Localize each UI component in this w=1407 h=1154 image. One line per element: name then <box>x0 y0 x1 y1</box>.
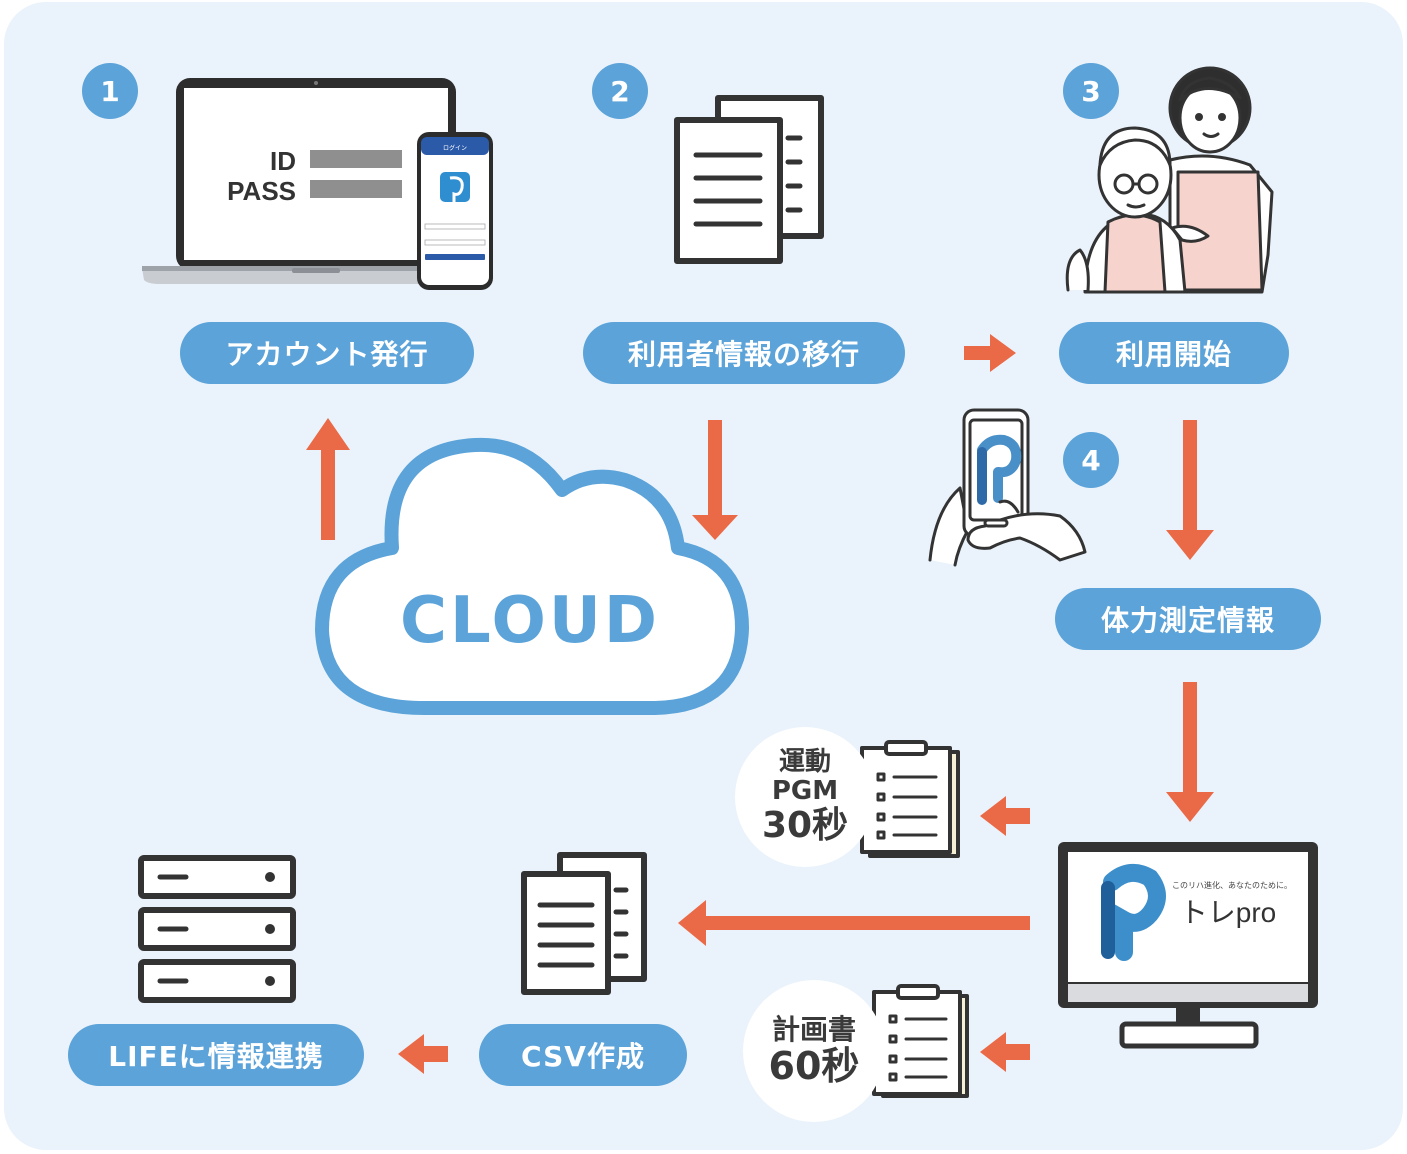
monitor-illustration: このリハ進化、あなたのために。 トレpro <box>1058 842 1318 1049</box>
arrow-right-to-start <box>964 334 1016 372</box>
pgm-line1: 運動 <box>778 746 831 777</box>
id-label: ID <box>270 146 296 176</box>
step-2-badge: 2 <box>592 63 648 119</box>
step-3-badge: 3 <box>1063 63 1119 119</box>
arrow-left-to-csv <box>678 900 1030 946</box>
account-issue-pill: アカウント発行 <box>180 322 474 384</box>
arrow-down-to-measurement <box>1166 420 1214 560</box>
id-field <box>310 150 402 168</box>
plan-line2: 60秒 <box>768 1044 860 1089</box>
clipboard-pgm-icon <box>860 740 960 858</box>
brand-tagline: このリハ進化、あなたのために。 <box>1172 880 1292 890</box>
life-integration-pill: LIFEに情報連携 <box>68 1024 364 1086</box>
arrow-up-to-account <box>306 418 350 540</box>
brand-name: トレpro <box>1180 897 1276 928</box>
csv-documents-icon <box>521 852 647 995</box>
start-usage-pill: 利用開始 <box>1059 322 1289 384</box>
cloud-shape: CLOUD <box>315 437 749 716</box>
plan-line1: 計画書 <box>771 1013 856 1047</box>
arrow-down-to-cloud <box>692 420 738 540</box>
laptop-illustration: ID PASS <box>142 78 490 284</box>
fitness-measurement-pill: 体力測定情報 <box>1055 588 1321 650</box>
phone-title: ログイン <box>443 144 467 152</box>
smartphone-login-illustration: ログイン <box>417 132 493 290</box>
pgm-line3: 30秒 <box>761 804 849 846</box>
pass-field <box>310 180 402 198</box>
pgm-line2: PGM <box>771 775 839 806</box>
step-4-badge: 4 <box>1063 432 1119 488</box>
cloud-label: CLOUD <box>400 584 660 658</box>
plan-time: 計画書 60秒 <box>743 980 885 1122</box>
csv-creation-pill: CSV作成 <box>479 1024 687 1086</box>
caregiver-illustration <box>1065 66 1274 294</box>
pass-label: PASS <box>227 176 296 206</box>
arrow-down-to-monitor <box>1166 682 1214 822</box>
arrow-left-to-life <box>398 1034 448 1074</box>
documents-icon <box>674 95 824 264</box>
arrow-left-to-pgm <box>980 796 1030 836</box>
arrow-left-to-plan <box>980 1032 1030 1072</box>
clipboard-plan-icon <box>872 984 969 1098</box>
server-icon <box>138 855 296 1003</box>
step-1-badge: 1 <box>82 63 138 119</box>
user-migration-pill: 利用者情報の移行 <box>583 322 905 384</box>
flow-arrows <box>306 334 1214 1074</box>
hand-phone-illustration <box>928 408 1087 567</box>
exercise-pgm-time: 運動 PGM 30秒 <box>735 727 875 867</box>
